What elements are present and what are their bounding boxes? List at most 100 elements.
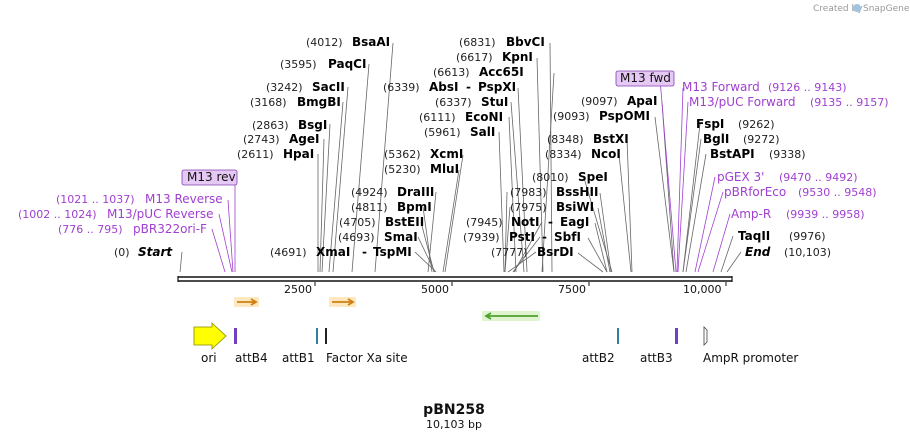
site-name-extra: PspXI: [478, 80, 516, 94]
factor-xa-mark[interactable]: [325, 328, 327, 344]
ampr-promoter-mark[interactable]: [703, 326, 708, 346]
primer-labels-left: (1021 .. 1037) M13 Reverse (1002 .. 1024…: [18, 192, 223, 236]
primer-name: M13 Reverse: [145, 192, 223, 206]
plasmid-length: 10,103 bp: [426, 418, 482, 431]
site-name: SmaI: [384, 230, 418, 244]
site-name: BsaAI: [352, 35, 390, 49]
site-name: BstEII: [385, 215, 424, 229]
site-name: TaqII: [738, 229, 770, 243]
sequence-backbone: [177, 276, 733, 282]
site-name: SacII: [312, 80, 345, 94]
primer-name: M13/pUC Forward: [689, 95, 796, 109]
site-name: BsiWI: [556, 200, 594, 214]
site-pos: (10,103): [784, 246, 831, 259]
site-name: AgeI: [289, 132, 319, 146]
site-leader-lines: [179, 42, 742, 273]
site-name: BsgI: [298, 118, 327, 132]
site-pos: (7975): [510, 201, 547, 214]
feature-label-ampr-promoter: AmpR promoter: [703, 351, 798, 365]
site-name-extra: SbfI: [554, 230, 581, 244]
site-name: StuI: [481, 95, 508, 109]
site-labels-right-center: (9097) ApaI (9093) PspOMI (8348) BstXI (…: [463, 94, 657, 259]
site-name: KpnI: [502, 50, 533, 64]
site-pos: (9338): [769, 148, 806, 161]
primer-box-label: M13 rev: [187, 170, 236, 184]
primer-name: pBRforEco: [724, 185, 786, 199]
site-pos: (6337): [435, 96, 472, 109]
svg-text:-: -: [548, 215, 553, 229]
site-name: BsrDI: [537, 245, 574, 259]
svg-text:-: -: [542, 230, 547, 244]
site-pos: (4924): [351, 186, 388, 199]
ruler-tick-label: 5000: [421, 283, 449, 296]
site-pos: (2611): [237, 148, 274, 161]
primer-pos: (9939 .. 9958): [786, 208, 865, 221]
svg-text:-: -: [466, 80, 471, 94]
site-pos: (8348): [547, 133, 584, 146]
site-name: PaqCI: [328, 57, 366, 71]
site-name: Acc65I: [479, 65, 524, 79]
site-pos: (4691): [270, 246, 307, 259]
site-pos: (3168): [250, 96, 287, 109]
site-pos: (9097): [581, 95, 618, 108]
site-name: PstI: [509, 230, 535, 244]
created-by-label: Created by: [813, 4, 863, 14]
site-name: BpmI: [397, 200, 432, 214]
site-pos: (5961): [424, 126, 461, 139]
primer-pos: (9135 .. 9157): [810, 96, 889, 109]
site-name: NotI: [511, 215, 540, 229]
site-labels-left: (4012) BsaAI (3595) PaqCI (3242) SacII (…: [237, 35, 390, 161]
site-name: DraIII: [397, 185, 434, 199]
orf-arrow-1[interactable]: [234, 297, 259, 307]
site-pos: (6613): [433, 66, 470, 79]
ori-arrow[interactable]: [193, 322, 227, 350]
site-name: AbsI: [429, 80, 458, 94]
primer-name: pGEX 3': [717, 170, 764, 184]
primer-labels-right: M13 Forward (9126 .. 9143) M13/pUC Forwa…: [682, 80, 889, 221]
site-pos: (8334): [545, 148, 582, 161]
feature-label-attb1: attB1: [282, 351, 315, 365]
primer-pos: (776 .. 795): [58, 223, 123, 236]
attb1-mark[interactable]: [316, 328, 318, 344]
primer-name: M13/pUC Reverse: [107, 207, 214, 221]
orf-arrow-3[interactable]: [482, 311, 540, 321]
primer-name: Amp-R: [731, 207, 771, 221]
site-name: XmaI: [316, 245, 350, 259]
site-name: BssHII: [556, 185, 598, 199]
site-pos: (9976): [789, 230, 826, 243]
attb4-mark[interactable]: [234, 328, 237, 344]
site-name-extra: TspMI: [373, 245, 412, 259]
attb3-mark[interactable]: [675, 328, 678, 344]
site-name: BglI: [703, 132, 729, 146]
site-pos: (7945): [466, 216, 503, 229]
primer-box-m13-fwd[interactable]: M13 fwd: [615, 70, 675, 87]
site-pos: (9272): [743, 133, 780, 146]
primer-name: pBR322ori-F: [133, 222, 207, 236]
site-name-extra: EagI: [560, 215, 589, 229]
feature-label-ori: ori: [201, 351, 217, 365]
site-pos: (5362): [384, 148, 421, 161]
site-pos: (6831): [459, 36, 496, 49]
plasmid-name: pBN258: [423, 402, 485, 418]
ruler: 2500 5000 7500 10,000: [284, 282, 727, 296]
svg-text:-: -: [362, 245, 367, 259]
site-name: MluI: [430, 162, 459, 176]
primer-name: M13 Forward: [682, 80, 760, 94]
site-name: SalI: [470, 125, 495, 139]
primer-box-m13-rev[interactable]: M13 rev: [181, 169, 238, 186]
orf-arrow-2[interactable]: [329, 297, 356, 307]
site-pos: (7777): [491, 246, 528, 259]
site-pos: (4811): [351, 201, 388, 214]
feature-labels: ori attB4 attB1 Factor Xa site attB2 att…: [201, 351, 798, 365]
site-name: BmgBI: [297, 95, 341, 109]
end-label: End: [745, 245, 771, 259]
site-pos: (7983): [510, 186, 547, 199]
attb2-mark[interactable]: [617, 328, 619, 344]
site-name: ApaI: [627, 94, 657, 108]
feature-label-attb4: attB4: [235, 351, 268, 365]
primer-pos: (9530 .. 9548): [798, 186, 877, 199]
site-name: HpaI: [283, 147, 314, 161]
feature-label-factor-xa: Factor Xa site: [326, 351, 408, 365]
site-name: XcmI: [430, 147, 463, 161]
